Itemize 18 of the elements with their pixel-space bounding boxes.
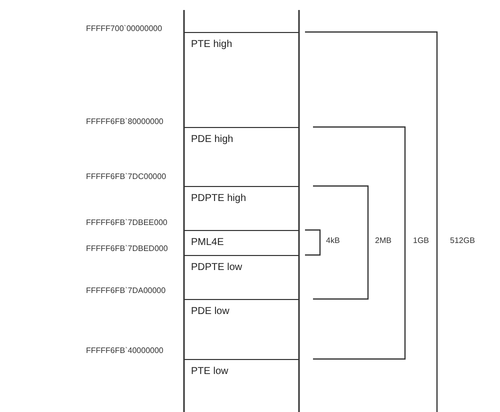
size-label: 4kB bbox=[326, 236, 340, 245]
size-label: 512GB bbox=[450, 236, 475, 245]
region-label: PDE high bbox=[191, 134, 234, 145]
address-label: FFFFF6FB`7DA00000 bbox=[86, 286, 166, 295]
region-label: PML4E bbox=[191, 237, 224, 248]
address-label: FFFFF6FB`40000000 bbox=[86, 346, 164, 355]
region-label: PDE low bbox=[191, 306, 230, 317]
address-label: FFFFF6FB`7DBED000 bbox=[86, 244, 168, 253]
region-label: PTE high bbox=[191, 39, 232, 50]
address-label: FFFFF6FB`7DBEE000 bbox=[86, 218, 168, 227]
size-label: 2MB bbox=[375, 236, 392, 245]
region-label: PDPTE low bbox=[191, 262, 242, 273]
address-label: FFFFF700`00000000 bbox=[86, 24, 162, 33]
address-label: FFFFF6FB`80000000 bbox=[86, 117, 164, 126]
region-label: PTE low bbox=[191, 366, 228, 377]
size-label: 1GB bbox=[413, 236, 430, 245]
region-label: PDPTE high bbox=[191, 193, 246, 204]
address-label: FFFFF6FB`7DC00000 bbox=[86, 172, 166, 181]
